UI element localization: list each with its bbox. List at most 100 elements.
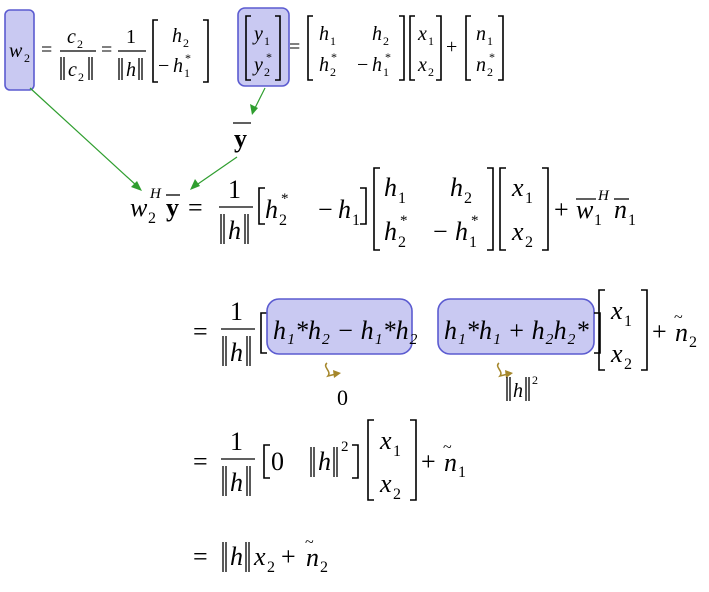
svg-text:=: =: [188, 193, 203, 222]
eq1-vec-minus: −: [158, 55, 169, 77]
label-zero: 0: [337, 385, 348, 410]
svg-text:2: 2: [148, 210, 156, 227]
y-vector-highlight-box: [237, 7, 290, 87]
row-norm-exp: 2: [341, 439, 349, 455]
svg-text:−: −: [433, 217, 448, 246]
eq2-matrix-left-bracket: [307, 15, 313, 81]
green-arrows: [29, 87, 266, 191]
svg-text:1: 1: [230, 297, 243, 326]
svg-text:*: *: [471, 213, 479, 229]
svg-text:=: =: [193, 542, 208, 571]
y-bar-symbol: y: [234, 124, 247, 153]
svg-text:n: n: [476, 23, 486, 45]
svg-text:*: *: [489, 50, 495, 64]
svg-text:h: h: [372, 23, 382, 45]
svg-text:x: x: [511, 173, 524, 202]
eq1-vector-left-bracket: [152, 19, 158, 83]
label-norm-h: h: [513, 380, 523, 402]
arrow-to-zero: [324, 362, 337, 378]
svg-text:x: x: [417, 54, 427, 76]
eq2-equals: =: [289, 36, 300, 58]
svg-text:2: 2: [428, 65, 434, 79]
svg-text:1: 1: [184, 66, 190, 80]
svg-text:x: x: [379, 426, 392, 455]
svg-text:1: 1: [352, 212, 360, 229]
eq1-vector-right-bracket: [203, 19, 209, 83]
svg-text:2: 2: [267, 559, 275, 576]
svg-text:*: *: [185, 51, 191, 65]
c2-denominator-sub: 2: [78, 70, 84, 84]
svg-text:2: 2: [330, 65, 336, 79]
svg-text:2: 2: [624, 356, 632, 373]
svg-text:n: n: [476, 54, 486, 76]
arrow-y-to-ybar: [253, 87, 266, 111]
w2-subscript: 2: [24, 51, 30, 65]
n2-tilde: n: [675, 318, 688, 347]
eq1-norm-h: h: [126, 59, 136, 81]
svg-text:h: h: [228, 216, 241, 245]
svg-text:h: h: [230, 468, 243, 497]
eq1-equals-2: =: [101, 39, 112, 61]
equation-expanded-product: = 1 h h₁*h₂ − h₁*h₂ h₁*h₁ + h₂h₂* x 1 x …: [193, 289, 697, 410]
c2-numerator-sub: 2: [77, 37, 83, 51]
svg-text:+: +: [446, 36, 457, 58]
svg-text:+: +: [554, 195, 569, 224]
svg-text:1: 1: [628, 212, 636, 229]
svg-text:x: x: [379, 469, 392, 498]
svg-text:h: h: [319, 54, 329, 76]
svg-text:2: 2: [383, 34, 389, 48]
svg-text:h: h: [384, 217, 397, 246]
y-bar-label: y: [233, 122, 251, 153]
svg-text:2: 2: [183, 36, 189, 50]
row-h2star: h: [265, 195, 278, 224]
final-n2-tilde: n: [306, 543, 319, 572]
equation-simplified: = 1 h 0 h 2 x 1 x 2 + ~ n 1: [193, 419, 466, 503]
svg-text:2: 2: [398, 234, 406, 251]
row-norm-h: h: [318, 447, 331, 476]
c2-denominator: c: [68, 59, 77, 81]
eq1-one: 1: [126, 26, 136, 48]
svg-text:2: 2: [279, 212, 287, 229]
svg-text:2: 2: [487, 65, 493, 79]
svg-text:=: =: [193, 447, 208, 476]
svg-text:*: *: [266, 50, 272, 64]
term-cancelling-products: h₁*h₂ − h₁*h₂: [273, 316, 418, 345]
svg-text:~: ~: [305, 534, 314, 551]
svg-text:h: h: [384, 173, 397, 202]
term-norm-products: h₁*h₁ + h₂h₂*: [444, 316, 589, 345]
svg-text:~: ~: [443, 439, 452, 456]
row-h1: h: [338, 195, 351, 224]
equation-final: = h x 2 + ~ n 2: [193, 534, 328, 576]
svg-text:2: 2: [464, 190, 472, 207]
eq3-matrix-left-bracket: [373, 167, 380, 251]
svg-text:2: 2: [393, 486, 401, 503]
svg-text:2: 2: [264, 65, 270, 79]
svg-text:~: ~: [674, 309, 683, 326]
svg-text:1: 1: [469, 234, 477, 251]
svg-text:1: 1: [264, 34, 270, 48]
svg-text:1: 1: [458, 464, 466, 481]
svg-text:1: 1: [428, 34, 434, 48]
svg-text:x: x: [511, 217, 524, 246]
y2-symbol: y: [252, 54, 263, 76]
svg-text:*: *: [385, 50, 391, 64]
row-zero: 0: [271, 447, 284, 476]
equation-received-signal: y 1 y 2 * = h 1 h 2 h 2 * − h 1 * x 1 x …: [237, 7, 504, 87]
arrow-w2-to-equation: [29, 87, 138, 187]
svg-text:x: x: [610, 339, 623, 368]
highlight-term-zero: [266, 298, 413, 355]
n1-noise: n: [614, 195, 627, 224]
svg-text:1: 1: [383, 65, 389, 79]
highlight-term-norm: [437, 298, 595, 355]
final-norm-h: h: [230, 542, 243, 571]
y-bold-symbol: y: [166, 193, 179, 222]
svg-text:1: 1: [594, 212, 602, 229]
svg-text:h: h: [372, 54, 382, 76]
svg-text:+: +: [421, 447, 436, 476]
svg-text:−: −: [357, 54, 368, 76]
arrow-ybar-to-equation: [194, 156, 238, 187]
c2-numerator: c: [67, 26, 76, 48]
svg-text:2: 2: [320, 559, 328, 576]
